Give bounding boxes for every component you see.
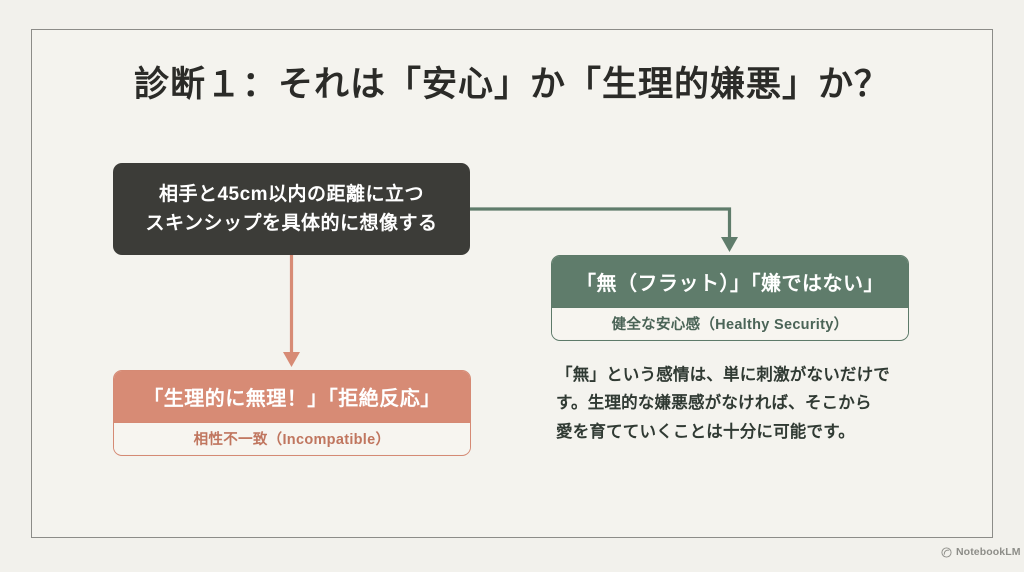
result-card-incompatible-label: 相性不一致（Incompatible） xyxy=(114,422,470,454)
notebooklm-icon xyxy=(941,546,952,558)
notebooklm-label: NotebookLM xyxy=(956,546,1021,558)
explanation-text: 「無」という感情は、単に刺激がないだけで す。生理的な嫌悪感がなければ、そこから… xyxy=(556,361,922,446)
stimulus-box: 相手と45cm以内の距離に立つ スキンシップを具体的に想像する xyxy=(113,163,470,255)
result-card-healthy: 「無（フラット）」「嫌ではない」 健全な安心感（Healthy Security… xyxy=(551,255,909,341)
explanation-line-3: 愛を育てていくことは十分に可能です。 xyxy=(556,422,855,441)
page-title: 診断１：それは「安心」か「生理的嫌悪」か？ xyxy=(133,65,890,104)
stimulus-line-2: スキンシップを具体的に想像する xyxy=(145,212,438,234)
stimulus-line-1: 相手と45cm以内の距離に立つ xyxy=(158,183,425,205)
result-card-incompatible-title: 「生理的に無理！」「拒絶反応」 xyxy=(114,371,470,422)
explanation-line-2: す。生理的な嫌悪感がなければ、そこから xyxy=(556,394,872,413)
explanation-line-1: 「無」という感情は、単に刺激がないだけで xyxy=(556,366,890,384)
result-card-incompatible: 「生理的に無理！」「拒絶反応」 相性不一致（Incompatible） xyxy=(113,370,471,456)
result-card-healthy-label: 健全な安心感（Healthy Security） xyxy=(552,307,908,339)
result-card-healthy-title: 「無（フラット）」「嫌ではない」 xyxy=(552,256,908,307)
notebooklm-watermark: NotebookLM xyxy=(941,546,1021,558)
